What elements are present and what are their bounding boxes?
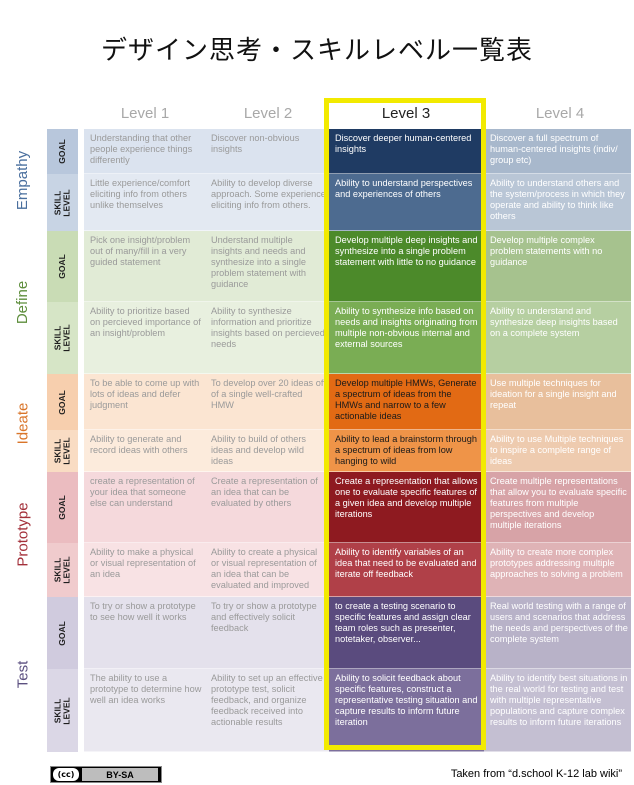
cell-test-goal-level-3: to create a testing scenario to specific… [329, 597, 484, 669]
row-label-goal: GOAL [47, 472, 78, 543]
cell-ideate-goal-level-3: Develop multiple HMWs, Generate a spectr… [329, 374, 484, 430]
row-label-skill-level: SKILL LEVEL [47, 543, 78, 597]
level-header-4: Level 4 [535, 105, 585, 122]
row-label-skill-level: SKILL LEVEL [47, 302, 78, 374]
cell-test-skill-level-2: Ability to set up an effective prototype… [205, 669, 329, 752]
row-label-text: GOAL [57, 139, 67, 164]
cc-license-badge[interactable]: (cc) BY-SA [50, 766, 162, 783]
cell-define-goal-level-1: Pick one insight/problem out of many/fil… [84, 231, 205, 302]
cell-test-skill-level-3: Ability to solicit feedback about specif… [329, 669, 484, 752]
cell-prototype-goal-level-1: create a representation of your idea tha… [84, 472, 205, 543]
cell-empathy-goal-level-4: Discover a full spectrum of human-center… [484, 129, 631, 174]
row-label-text: SKILL LEVEL [52, 696, 72, 725]
cell-prototype-skill-level-4: Ability to create more complex prototype… [484, 543, 631, 597]
cell-empathy-skill-level-2: Ability to develop diverse approach. Som… [205, 174, 329, 231]
stage-label-ideate: Ideate [4, 374, 42, 472]
cell-empathy-goal-level-1: Understanding that other people experien… [84, 129, 205, 174]
cell-empathy-skill-level-3: Ability to understand perspectives and e… [329, 174, 484, 231]
cell-prototype-skill-level-3: Ability to identify variables of an idea… [329, 543, 484, 597]
row-label-text: SKILL LEVEL [52, 556, 72, 584]
cell-prototype-goal-level-2: Create a representation of an idea that … [205, 472, 329, 543]
stage-name: Define [14, 280, 32, 325]
row-label-text: SKILL LEVEL [52, 437, 72, 465]
cell-prototype-goal-level-3: Create a representation that allows one … [329, 472, 484, 543]
stage-label-empathy: Empathy [4, 129, 42, 231]
cell-empathy-skill-level-1: Little experience/comfort eliciting info… [84, 174, 205, 231]
cell-test-skill-level-4: Ability to identify best situations in t… [484, 669, 631, 752]
cell-empathy-goal-level-2: Discover non-obvious insights [205, 129, 329, 174]
row-label-text: GOAL [57, 495, 67, 520]
level-header-3: Level 3 [381, 105, 431, 122]
cell-define-goal-level-4: Develop multiple complex problem stateme… [484, 231, 631, 302]
license-text: BY-SA [82, 768, 158, 781]
stage-name: Test [14, 660, 32, 689]
row-label-text: GOAL [57, 620, 67, 646]
cell-prototype-skill-level-1: Ability to make a physical or visual rep… [84, 543, 205, 597]
cell-test-goal-level-2: To try or show a prototype and effective… [205, 597, 329, 669]
level-header-2: Level 2 [243, 105, 293, 122]
stage-name: Empathy [14, 150, 32, 210]
cell-test-goal-level-4: Real world testing with a range of users… [484, 597, 631, 669]
stage-label-define: Define [4, 231, 42, 374]
level-header-1: Level 1 [120, 105, 170, 122]
cell-ideate-goal-level-4: Use multiple techniques for ideation for… [484, 374, 631, 430]
cell-ideate-goal-level-1: To be able to come up with lots of ideas… [84, 374, 205, 430]
cell-define-skill-level-3: Ability to synthesize info based on need… [329, 302, 484, 374]
stage-label-prototype: Prototype [4, 472, 42, 597]
cell-define-skill-level-2: Ability to synthesize information and pr… [205, 302, 329, 374]
row-label-text: SKILL LEVEL [52, 324, 72, 352]
row-label-skill-level: SKILL LEVEL [47, 669, 78, 752]
cell-define-skill-level-4: Ability to understand and synthesize dee… [484, 302, 631, 374]
stage-name: Ideate [14, 402, 32, 444]
cell-ideate-skill-level-3: Ability to lead a brainstorm through a s… [329, 430, 484, 472]
cell-prototype-goal-level-4: Create multiple representations that all… [484, 472, 631, 543]
cell-empathy-goal-level-3: Discover deeper human-centered insights [329, 129, 484, 174]
page-title: デザイン思考・スキルレベル一覧表 [100, 36, 533, 66]
row-label-goal: GOAL [47, 231, 78, 302]
row-label-goal: GOAL [47, 597, 78, 669]
cell-empathy-skill-level-4: Ability to understand others and the sys… [484, 174, 631, 231]
cell-define-goal-level-2: Understand multiple insights and needs a… [205, 231, 329, 302]
row-label-text: GOAL [57, 389, 67, 415]
stage-label-test: Test [4, 597, 42, 752]
row-label-skill-level: SKILL LEVEL [47, 174, 78, 231]
stage-name: Prototype [14, 502, 32, 567]
row-label-goal: GOAL [47, 129, 78, 174]
row-label-text: SKILL LEVEL [52, 188, 72, 217]
row-label-skill-level: SKILL LEVEL [47, 430, 78, 472]
cell-ideate-skill-level-4: Ability to use Multiple techniques to in… [484, 430, 631, 472]
row-label-goal: GOAL [47, 374, 78, 430]
cell-prototype-skill-level-2: Ability to create a physical or visual r… [205, 543, 329, 597]
cell-ideate-goal-level-2: To develop over 20 ideas off of a single… [205, 374, 329, 430]
cell-define-skill-level-1: Ability to prioritize based on percieved… [84, 302, 205, 374]
cell-ideate-skill-level-1: Ability to generate and record ideas wit… [84, 430, 205, 472]
cell-test-goal-level-1: To try or show a prototype to see how we… [84, 597, 205, 669]
cell-define-goal-level-3: Develop multiple deep insights and synth… [329, 231, 484, 302]
creative-commons-icon: (cc) [53, 768, 79, 781]
row-label-text: GOAL [57, 254, 67, 279]
source-credit: Taken from “d.school K-12 lab wiki” [450, 768, 622, 780]
cell-test-skill-level-1: The ability to use a prototype to determ… [84, 669, 205, 752]
cell-ideate-skill-level-2: Ability to build of others ideas and dev… [205, 430, 329, 472]
